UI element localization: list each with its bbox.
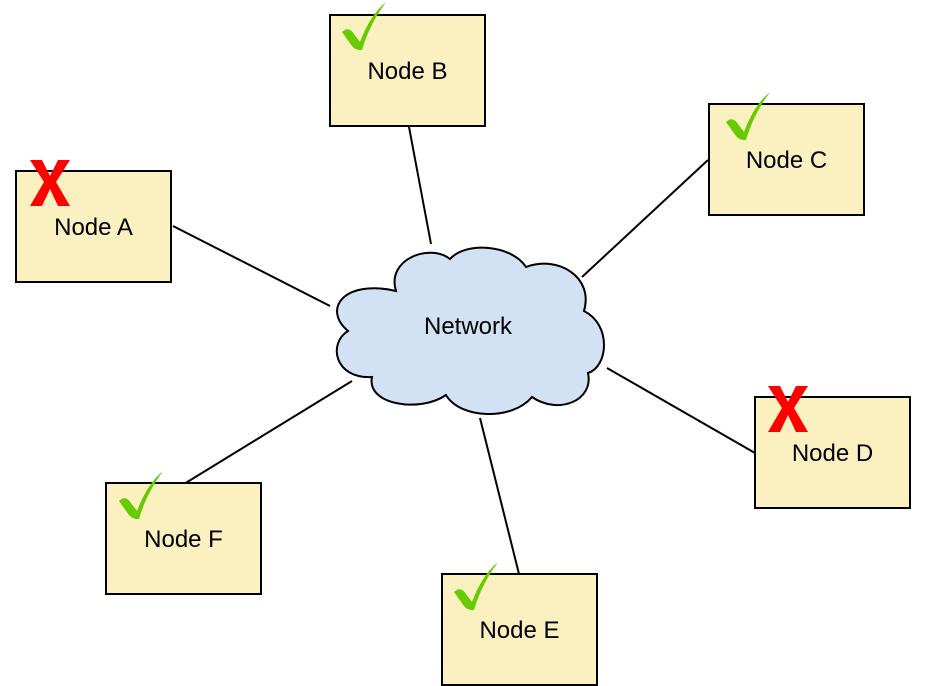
node-b[interactable]: Node B [329,14,486,127]
link-node-d [606,367,756,454]
cloud-icon [335,246,605,415]
node-e-label: Node E [479,617,560,644]
network-cloud[interactable]: Network [326,243,610,418]
node-c-label: Node C [745,147,828,174]
link-node-b [408,126,432,245]
green-check-icon [726,92,770,140]
node-f-label: Node F [144,526,223,553]
node-f[interactable]: Node F [105,482,262,595]
red-x-icon [768,386,808,432]
node-e[interactable]: Node E [441,573,598,686]
green-check-icon [454,562,498,610]
node-a-label: Node A [54,214,133,241]
green-check-icon [119,471,163,519]
network-label: Network [423,313,513,340]
link-node-f [183,380,353,485]
link-node-c [581,159,709,278]
node-b-label: Node B [367,58,448,85]
link-node-e [479,417,520,575]
node-d-label: Node D [791,440,874,467]
green-check-icon [342,2,386,50]
red-x-icon [30,160,70,206]
link-node-a [172,225,331,307]
